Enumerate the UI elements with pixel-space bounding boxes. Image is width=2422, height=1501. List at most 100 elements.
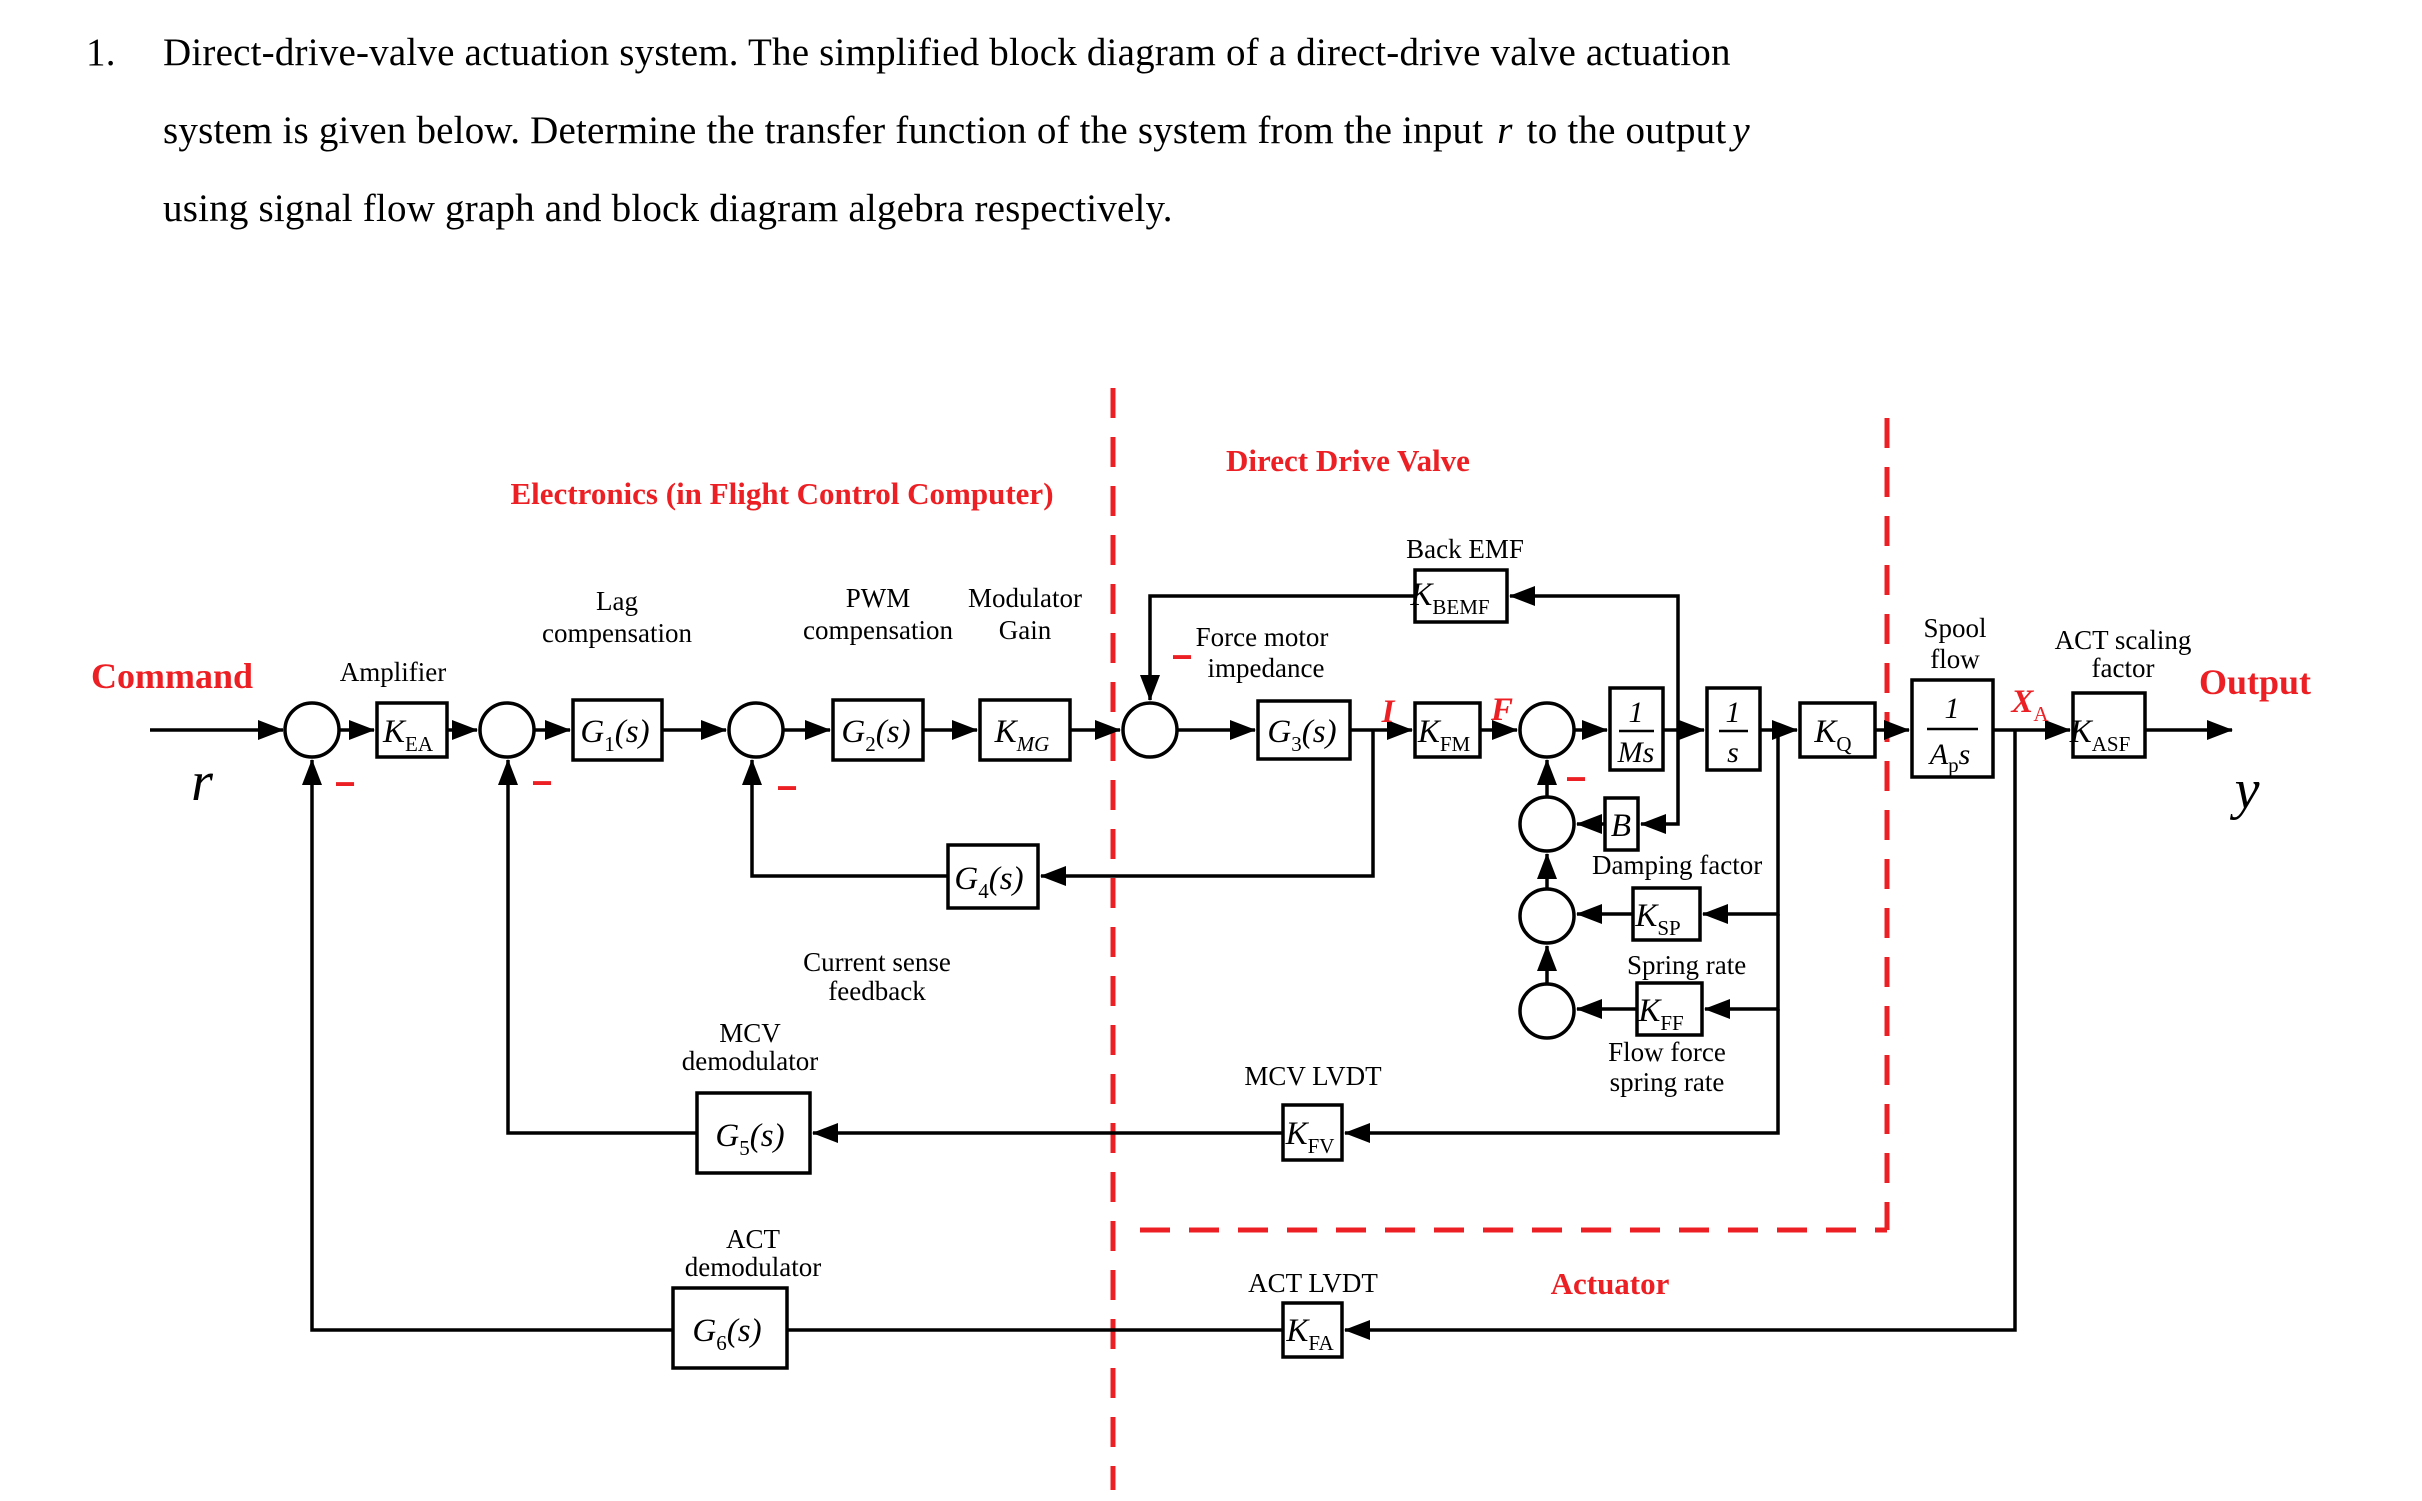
caption-modulator-line2: Gain	[999, 615, 1052, 645]
sum-junction-flow	[1518, 982, 1576, 1040]
inv-ms-denominator: Ms	[1617, 736, 1655, 769]
signal-label-xa: XA	[2010, 684, 2049, 726]
block-g3	[1256, 699, 1352, 761]
block-b	[1603, 796, 1640, 852]
caption-modulator-line1: Modulator	[968, 583, 1082, 613]
sum-junction-force	[1518, 701, 1576, 759]
block-kmg	[978, 698, 1072, 762]
back-emf-path	[1140, 586, 1680, 730]
block-inv-s	[1705, 686, 1762, 772]
act-lvdt-path	[302, 730, 2017, 1340]
line-g4-to-sum3	[742, 759, 948, 878]
caption-act-scaling-line1: ACT scaling	[2055, 625, 2192, 655]
block-kq	[1798, 701, 1877, 759]
region-label-actuator: Actuator	[1551, 1266, 1670, 1301]
line-spool-to-kfv	[1344, 1009, 1780, 1143]
caption-mcv-demodulator-line2: demodulator	[682, 1046, 818, 1076]
block-g1	[571, 698, 664, 762]
caption-force-motor-line2: impedance	[1208, 653, 1325, 683]
line-xa-to-kfa	[1344, 730, 2017, 1340]
sum-junction-emf	[1121, 701, 1179, 759]
inv-aps-numerator: 1	[1945, 692, 1960, 725]
block-kasf	[2071, 691, 2147, 759]
block-label-inv-ms: 1 Ms	[1617, 696, 1655, 769]
region-label-electronics: Electronics (in Flight Control Computer)	[510, 476, 1053, 511]
block-label-kff: KFF	[1637, 993, 1683, 1035]
block-g2	[831, 698, 925, 762]
minus-sign-sum-emf: −	[1171, 636, 1192, 677]
block-kfv	[1281, 1103, 1344, 1162]
damping-path	[1537, 730, 1680, 834]
line-g5-to-sum2	[498, 759, 697, 1135]
caption-back-emf: Back EMF	[1406, 534, 1524, 564]
problem-text-line1: Direct-drive-valve actuation system. The…	[163, 31, 1731, 74]
block-label-g5: G5(s)	[715, 1118, 784, 1160]
caption-flow-force-line1: Flow force	[1608, 1037, 1726, 1067]
line-current-to-g4	[1040, 730, 1375, 886]
caption-lag-line1: Lag	[596, 586, 638, 616]
inv-aps-denominator: Aps	[1928, 738, 1971, 777]
line-velocity-to-b	[1640, 730, 1680, 834]
summing-junctions	[283, 701, 1576, 1040]
block-ksp	[1631, 886, 1702, 942]
block-label-kasf: KASF	[2069, 714, 2131, 756]
inv-s-numerator: 1	[1726, 696, 1741, 729]
caption-spring-rate: Spring rate	[1627, 950, 1746, 980]
caption-spool-line2: flow	[1930, 644, 1980, 674]
list-number: 1.	[86, 31, 116, 74]
blocks	[375, 568, 2147, 1370]
block-label-g3: G3(s)	[1267, 714, 1336, 756]
caption-act-lvdt: ACT LVDT	[1248, 1268, 1378, 1298]
caption-pwm-line2: compensation	[803, 615, 953, 645]
line-kbemf-to-sum4	[1140, 594, 1415, 701]
output-symbol-y: y	[1732, 109, 1750, 152]
signal-symbol-r: r	[191, 751, 213, 813]
block-label-kea: KEA	[382, 714, 434, 756]
caption-mcv-demodulator-line1: MCV	[719, 1018, 781, 1048]
input-symbol-r: r	[1497, 109, 1513, 152]
caption-act-demodulator-line1: ACT	[726, 1224, 781, 1254]
minus-sign-sum1: −	[334, 763, 355, 804]
problem-text-line2a: system is given below. Determine the tra…	[163, 109, 1484, 152]
current-sense-path	[742, 730, 1375, 886]
region-boundaries	[1110, 388, 1890, 1490]
block-label-g4: G4(s)	[954, 861, 1023, 903]
caption-mcv-lvdt: MCV LVDT	[1244, 1061, 1382, 1091]
block-label-kfa: KFA	[1285, 1313, 1334, 1355]
block-label-g2: G2(s)	[841, 714, 910, 756]
block-label-g1: G1(s)	[580, 714, 649, 756]
signal-label-output: Output	[2199, 662, 2311, 702]
block-label-inv-s: 1 s	[1719, 696, 1748, 769]
block-g6	[671, 1286, 789, 1370]
caption-pwm-line1: PWM	[846, 583, 911, 613]
caption-spool-line1: Spool	[1923, 613, 1986, 643]
sum-junction-damping	[1518, 795, 1576, 853]
block-kfa	[1281, 1301, 1344, 1359]
block-inv-ms	[1608, 686, 1665, 772]
signal-label-force-f: F	[1490, 692, 1513, 728]
problem-text-line2: system is given below. Determine the tra…	[163, 108, 1750, 153]
block-label-b: B	[1611, 808, 1631, 844]
caption-damping-factor: Damping factor	[1592, 850, 1762, 880]
block-kfm	[1413, 701, 1482, 759]
sum-junction-spring	[1518, 887, 1576, 945]
problem-text-line3: using signal flow graph and block diagra…	[163, 187, 1173, 230]
caption-flow-force-line2: spring rate	[1610, 1067, 1725, 1097]
block-label-ksp: KSP	[1634, 898, 1680, 940]
block-label-kbemf: KBEMF	[1409, 577, 1489, 619]
region-label-direct-drive-valve: Direct Drive Valve	[1226, 443, 1470, 478]
caption-act-scaling-line2: factor	[2092, 653, 2155, 683]
block-label-inv-aps: 1 Aps	[1927, 692, 1978, 777]
sum-junction-1	[283, 701, 341, 759]
block-kff	[1635, 981, 1704, 1037]
caption-force-motor-line1: Force motor	[1196, 622, 1329, 652]
block-label-kfm: KFM	[1417, 714, 1471, 756]
block-label-kq: KQ	[1813, 714, 1851, 756]
block-kbemf	[1413, 568, 1509, 624]
signal-symbol-y: y	[2230, 759, 2260, 821]
inv-s-denominator: s	[1727, 736, 1739, 769]
block-kea	[375, 701, 449, 759]
line-velocity-to-kbemf	[1509, 586, 1680, 730]
block-g4	[946, 843, 1040, 910]
